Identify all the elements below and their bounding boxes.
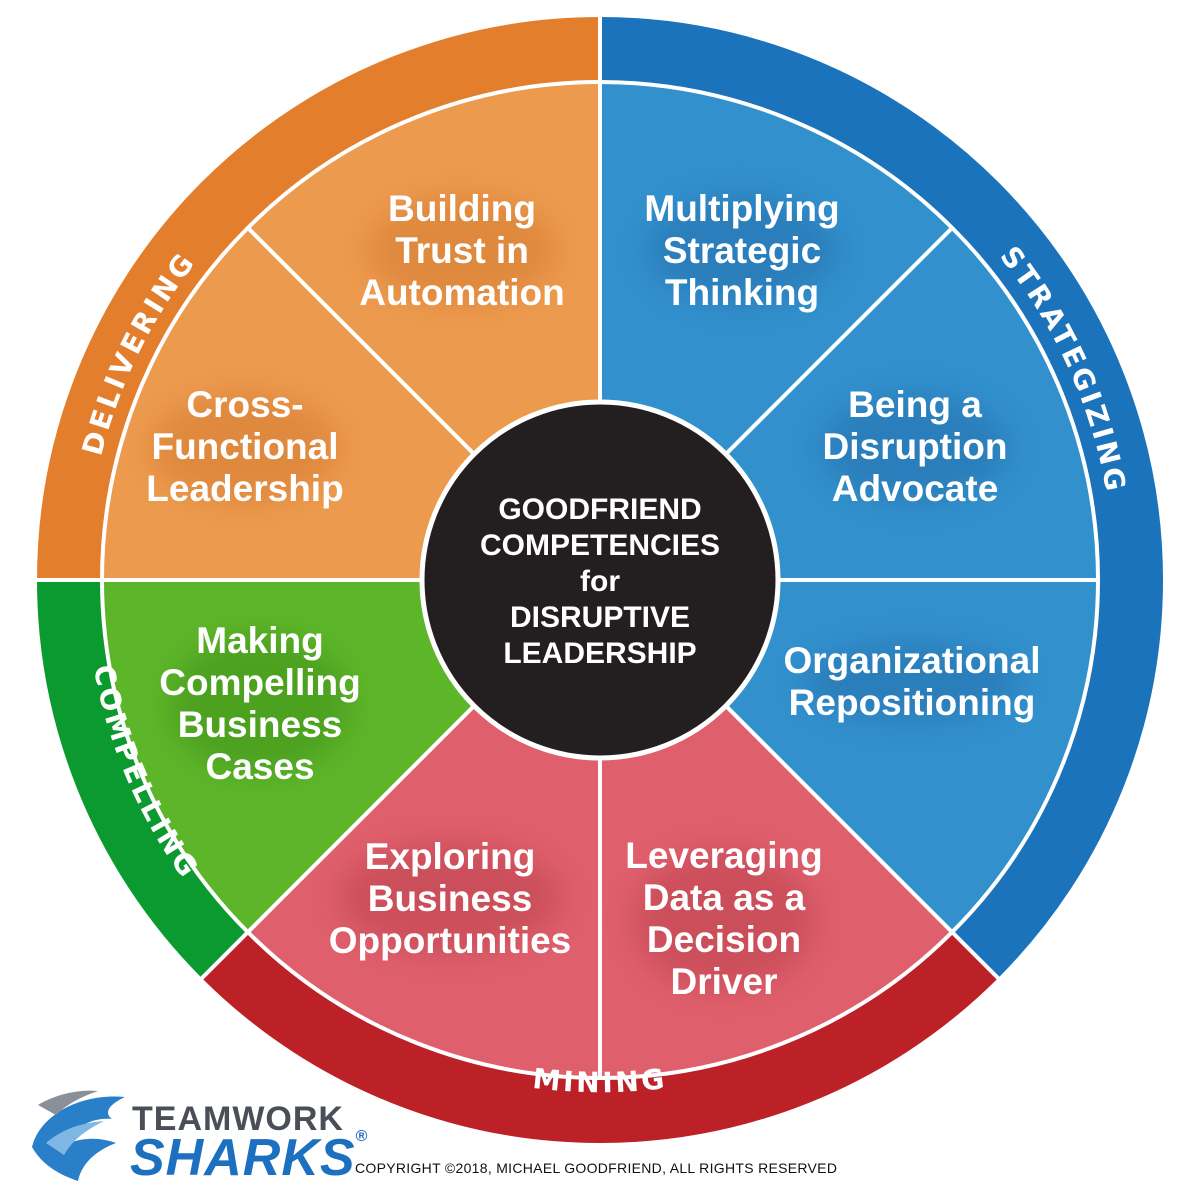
segment-label-line: Building xyxy=(388,188,536,229)
glow-exploring xyxy=(340,843,560,953)
teamwork-sharks-logo xyxy=(32,1090,125,1181)
glow-making xyxy=(170,634,350,774)
center-title-line: GOODFRIEND xyxy=(498,493,701,526)
copyright-notice: COPYRIGHT ©2018, MICHAEL GOODFRIEND, ALL… xyxy=(355,1160,838,1176)
segment-label-line: Disruption xyxy=(823,426,1008,467)
segment-label-line: Opportunities xyxy=(329,920,572,961)
segment-label-line: Strategic xyxy=(663,230,821,271)
glow-leveraging xyxy=(634,850,814,990)
segment-label-line: Data as a xyxy=(643,877,806,918)
segment-label-line: Advocate xyxy=(832,468,999,509)
ring-label-mining: MINING xyxy=(531,1062,669,1099)
center-circle xyxy=(419,399,781,761)
glow-multiplying xyxy=(647,195,837,305)
segment-label-line: Trust in xyxy=(395,230,529,271)
registered-mark: ® xyxy=(355,1128,369,1145)
segment-label-line: Business xyxy=(368,878,533,919)
center-title-line: LEADERSHIP xyxy=(503,637,696,670)
center-title-line: COMPETENCIES xyxy=(480,529,720,562)
segment-label-line: Automation xyxy=(359,272,565,313)
segment-label-line: Making xyxy=(196,620,323,661)
segment-label-line: Organizational xyxy=(784,640,1041,681)
segment-label-line: Repositioning xyxy=(789,682,1036,723)
segment-label-line: Leveraging xyxy=(625,835,822,876)
center-title-line: for xyxy=(580,565,620,598)
segment-label-line: Being a xyxy=(848,384,982,425)
label-glows xyxy=(150,195,1022,990)
segment-label-line: Compelling xyxy=(159,662,360,703)
segment-label-line: Exploring xyxy=(365,836,536,877)
segment-label-line: Driver xyxy=(671,961,778,1002)
glow-cross xyxy=(150,393,340,503)
segment-label-line: Cases xyxy=(205,746,314,787)
glow-organizational xyxy=(802,642,1022,722)
segment-label-line: Leadership xyxy=(146,468,343,509)
logo-line-teamwork: TEAMWORK xyxy=(132,1100,344,1138)
glow-disruption xyxy=(820,393,1010,503)
segment-label-line: Cross- xyxy=(186,384,303,425)
segment-label-line: Business xyxy=(178,704,343,745)
segment-label-line: Multiplying xyxy=(644,188,839,229)
logo-line-sharks: SHARKS® xyxy=(130,1128,369,1187)
segment-label-line: Functional xyxy=(151,426,338,467)
segment-label-line: Decision xyxy=(647,919,801,960)
segment-label-line: Thinking xyxy=(665,272,819,313)
center-title-line: DISRUPTIVE xyxy=(510,601,690,634)
glow-building xyxy=(367,195,557,305)
shark-icon xyxy=(32,1090,125,1181)
